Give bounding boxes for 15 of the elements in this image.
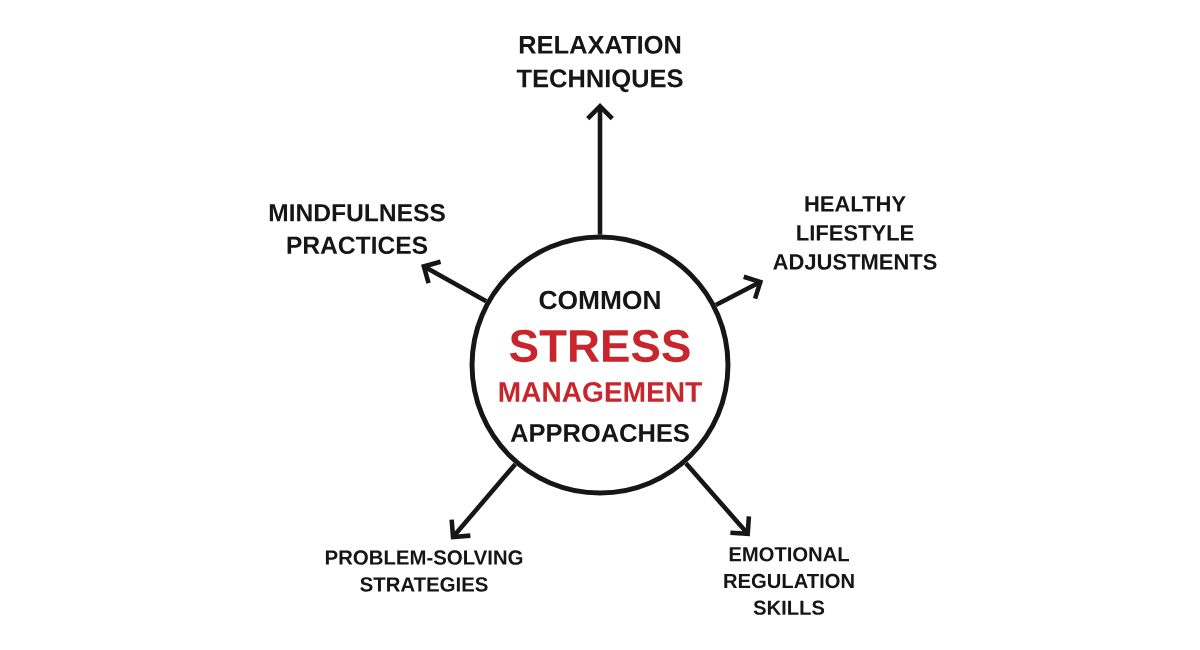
arrow (449, 462, 517, 540)
hub-circle (469, 234, 731, 496)
topic-label: PROBLEM-SOLVING STRATEGIES (325, 550, 523, 592)
arrow (684, 461, 752, 537)
arrow (586, 103, 614, 235)
hub-title: APPROACHES (510, 424, 689, 443)
topic-label: RELAXATION TECHNIQUES (516, 35, 683, 93)
hub-title: STRESS (509, 329, 690, 363)
arrow (714, 274, 764, 308)
arrow (421, 259, 488, 304)
topic-label: EMOTIONAL REGULATION SKILLS (724, 547, 854, 615)
hub-title: MANAGEMENT (499, 382, 702, 402)
topic-label: HEALTHY LIFESTYLE ADJUSTMENTS (773, 196, 937, 270)
topic-label: MINDFULNESS PRACTICES (269, 204, 445, 254)
hub-title: COMMON (539, 290, 660, 310)
